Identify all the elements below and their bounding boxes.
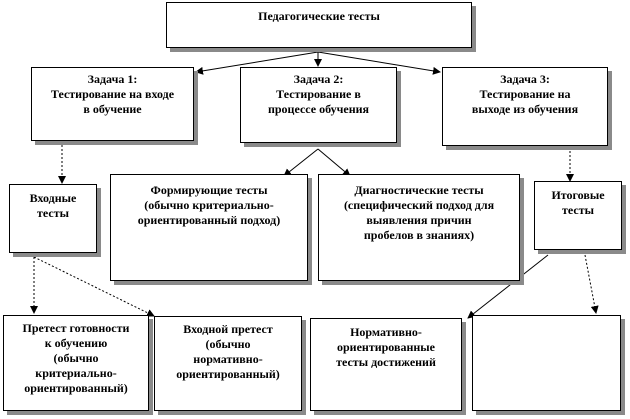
final-tests-box: Итоговые тесты bbox=[534, 181, 622, 250]
empty-box bbox=[472, 315, 621, 411]
entry-tests-box: Входные тесты bbox=[9, 184, 97, 253]
root-box: Педагогические тесты bbox=[166, 2, 472, 48]
task-2-box: Задача 2: Тестирование в процессе обучен… bbox=[240, 67, 397, 143]
entry-pretest-box: Входной претест (обычно нормативно- орие… bbox=[154, 316, 302, 411]
arrow-final-empty bbox=[584, 254, 599, 314]
normative-tests-box: Нормативно- ориентированные тесты достиж… bbox=[310, 318, 462, 411]
arrow-task2-formative bbox=[283, 148, 319, 177]
arrow-root-task3 bbox=[317, 51, 441, 75]
arrow-final-normative bbox=[467, 254, 549, 319]
task-1-box: Задача 1: Тестирование на входе в обучен… bbox=[31, 67, 194, 141]
diagnostic-tests-box: Диагностические тесты (специфический под… bbox=[318, 174, 520, 281]
arrow-root-task1 bbox=[195, 51, 319, 75]
formative-tests-box: Формирующие тесты (обычно критериально- … bbox=[110, 174, 308, 281]
readiness-pretest-box: Претест готовности к обучению (обычно кр… bbox=[3, 315, 149, 411]
arrow-task2-diagnostic bbox=[317, 148, 351, 177]
task-3-box: Задача 3: Тестирование на выходе из обуч… bbox=[442, 67, 608, 146]
